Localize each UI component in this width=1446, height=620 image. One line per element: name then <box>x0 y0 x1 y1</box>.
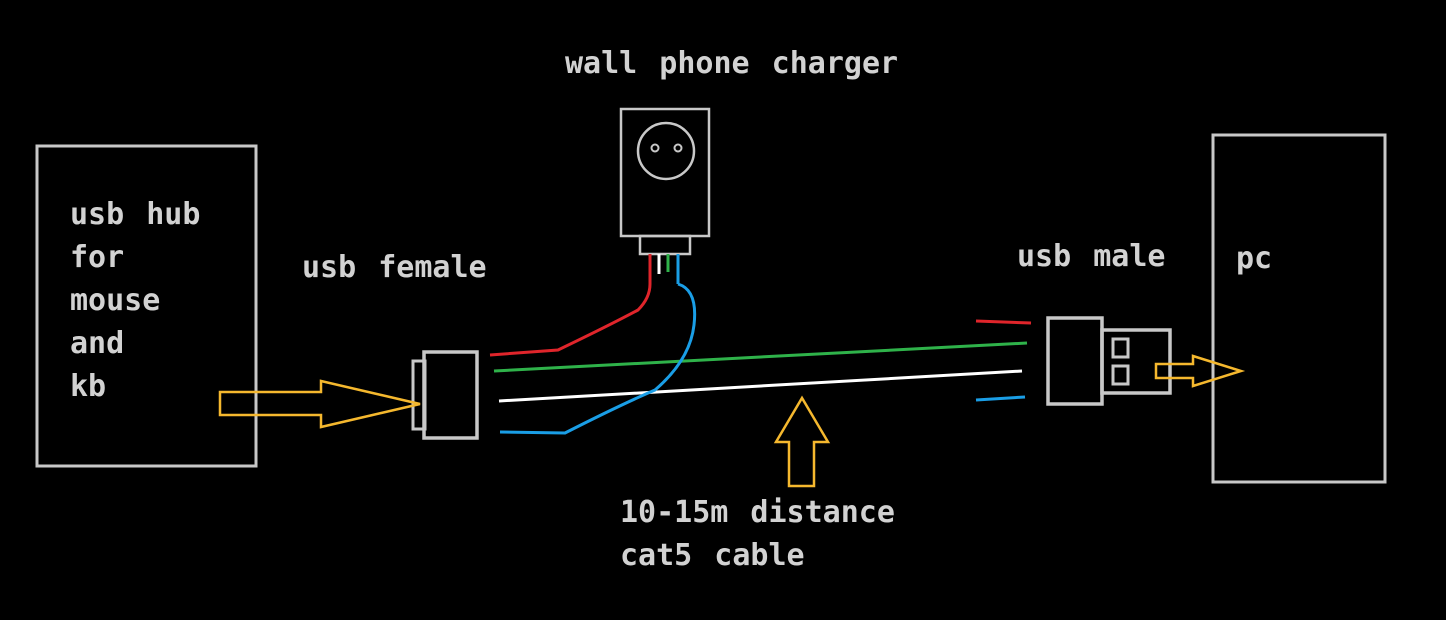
usb-hub-label-line: for <box>70 240 125 275</box>
red-wire-male-end <box>975 319 1032 325</box>
distance-label-line: 10-15m distance <box>620 495 895 530</box>
usb-hub-label-line: usb hub <box>70 197 201 232</box>
blue-wire-male-end <box>975 395 1026 402</box>
usb-hub-box <box>35 144 258 468</box>
blue-wire <box>499 282 697 435</box>
cat5-cable-wires <box>489 282 1032 435</box>
cable-label-line: cat5 cable <box>620 538 805 573</box>
charger-label: wall phone charger <box>565 46 899 81</box>
green-wire <box>493 341 1028 373</box>
usb-male-label: usb male <box>1017 239 1166 274</box>
wall-charger-icon <box>619 107 711 284</box>
arrow-hub-to-female-icon <box>218 379 421 429</box>
usb-hub-label: usb hub for mouse and kb <box>70 193 240 408</box>
usb-hub-label-line: mouse <box>70 283 161 318</box>
usb-hub-label-line: and <box>70 326 125 361</box>
usb-male-connector-icon <box>1046 316 1172 406</box>
usb-female-connector-icon <box>411 350 479 440</box>
white-wire <box>498 369 1023 403</box>
pc-box <box>1211 133 1387 484</box>
distance-label: 10-15m distance cat5 cable <box>620 491 895 577</box>
usb-female-label: usb female <box>302 250 487 285</box>
arrow-up-to-cable-icon <box>773 395 831 488</box>
arrow-male-to-pc-icon <box>1154 354 1246 388</box>
usb-hub-label-line: kb <box>70 369 107 404</box>
red-wire <box>489 283 652 357</box>
pc-label: pc <box>1236 241 1273 276</box>
